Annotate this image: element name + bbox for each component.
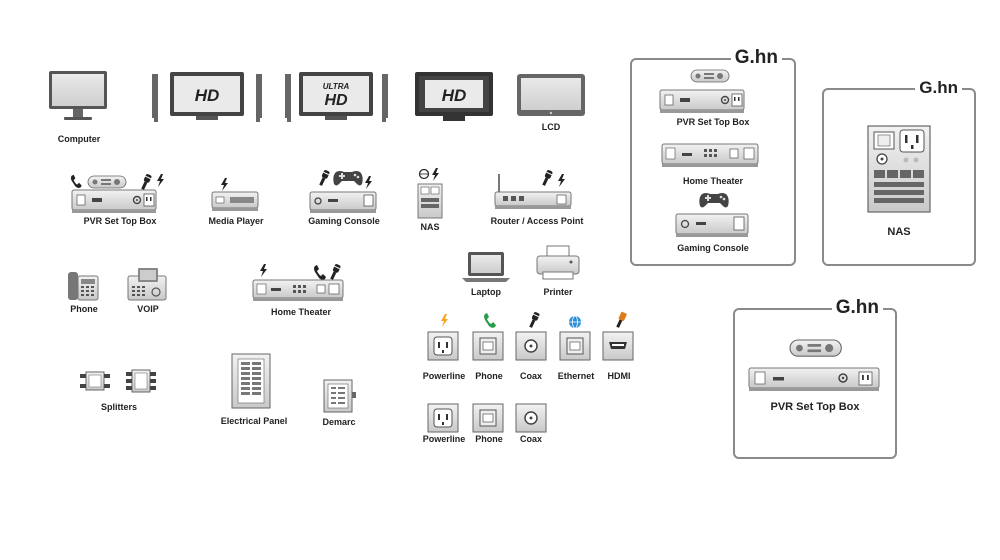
ultra-text: ULTRA: [323, 82, 350, 91]
coax-outlet-2-label: Coax: [519, 434, 542, 444]
lcd-icon: [517, 74, 587, 120]
voip-icon: [127, 268, 168, 302]
ghn-panel-multi: G.hn PVR Set Top Box Home Theater Gaming…: [630, 46, 796, 266]
ghn-panel-pvr: G.hn PVR Set Top Box: [733, 296, 897, 459]
hd-monitor-icon: HD: [415, 72, 495, 126]
lcd-label: LCD: [541, 122, 561, 132]
router-label: Router / Access Point: [490, 216, 584, 226]
panel-gaming-console-label: Gaming Console: [677, 243, 749, 253]
ghn-panel-nas: G.hn NAS: [822, 76, 976, 266]
panel-nas-icon: [867, 125, 932, 214]
hd-tv-icon: HD: [152, 72, 264, 124]
panel-home-theater-icon: [661, 143, 762, 174]
nas-small-label: NAS: [420, 222, 440, 232]
printer-label: Printer: [543, 287, 573, 297]
panel-gaming-console-icon: [675, 192, 752, 238]
ethernet-outlet-label: Ethernet: [557, 371, 595, 381]
ghn-panel-pvr-title: G.hn: [831, 296, 883, 320]
phone-outlet-icon: [472, 312, 505, 362]
ethernet-outlet-icon: [559, 314, 592, 362]
computer-icon: [48, 70, 110, 128]
phone-icon: [68, 272, 100, 302]
phone-outlet-label: Phone: [475, 371, 503, 381]
splitters-label: Splitters: [100, 402, 137, 412]
home-theater-label: Home Theater: [270, 307, 332, 317]
hd-monitor-text: HD: [442, 86, 467, 105]
powerline-outlet-2-label: Powerline: [422, 434, 466, 444]
powerline-outlet-label: Powerline: [422, 371, 466, 381]
electrical-panel-icon: [231, 353, 272, 410]
coax-outlet-label: Coax: [519, 371, 542, 381]
phone-outlet-2-icon: [472, 403, 505, 434]
computer-label: Computer: [57, 134, 101, 144]
phone-label: Phone: [70, 304, 98, 314]
ultra-hd-text: HD: [324, 92, 348, 109]
router-icon: [494, 168, 575, 212]
home-theater-icon: [252, 262, 347, 306]
phone-outlet-2-label: Phone: [475, 434, 503, 444]
ghn-panel-nas-title: G.hn: [915, 76, 962, 100]
printer-icon: [536, 245, 581, 282]
media-player-icon: [211, 178, 262, 214]
panel-pvr-large-label: PVR Set Top Box: [770, 401, 860, 413]
splitters-icon: [78, 368, 162, 396]
demarc-label: Demarc: [322, 417, 356, 427]
demarc-icon: [323, 379, 358, 414]
hdmi-outlet-icon: [602, 311, 635, 362]
pvr-set-top-box-icon: [70, 172, 170, 214]
panel-pvr-icon: [659, 69, 760, 114]
coax-outlet-2-icon: [515, 403, 548, 434]
laptop-icon: [462, 252, 510, 284]
pvr-set-top-box-label: PVR Set Top Box: [83, 216, 157, 226]
media-player-label: Media Player: [208, 216, 264, 226]
panel-pvr-large-icon: [748, 339, 883, 392]
hdmi-outlet-label: HDMI: [607, 371, 631, 381]
panel-pvr-label: PVR Set Top Box: [676, 117, 750, 127]
panel-nas-label: NAS: [887, 226, 911, 238]
ghn-panel-multi-title: G.hn: [730, 46, 782, 70]
voip-label: VOIP: [137, 304, 159, 314]
powerline-outlet-icon: [427, 314, 460, 362]
powerline-outlet-2-icon: [427, 403, 460, 434]
coax-outlet-icon: [515, 310, 548, 362]
nas-small-icon: [417, 168, 444, 220]
electrical-panel-label: Electrical Panel: [220, 416, 288, 426]
gaming-console-label: Gaming Console: [308, 216, 380, 226]
gaming-console-icon: [309, 168, 380, 214]
panel-home-theater-label: Home Theater: [682, 176, 744, 186]
laptop-label: Laptop: [471, 287, 501, 297]
ultra-hd-tv-icon: ULTRA HD: [285, 72, 397, 124]
hd-tv-text: HD: [195, 86, 220, 105]
